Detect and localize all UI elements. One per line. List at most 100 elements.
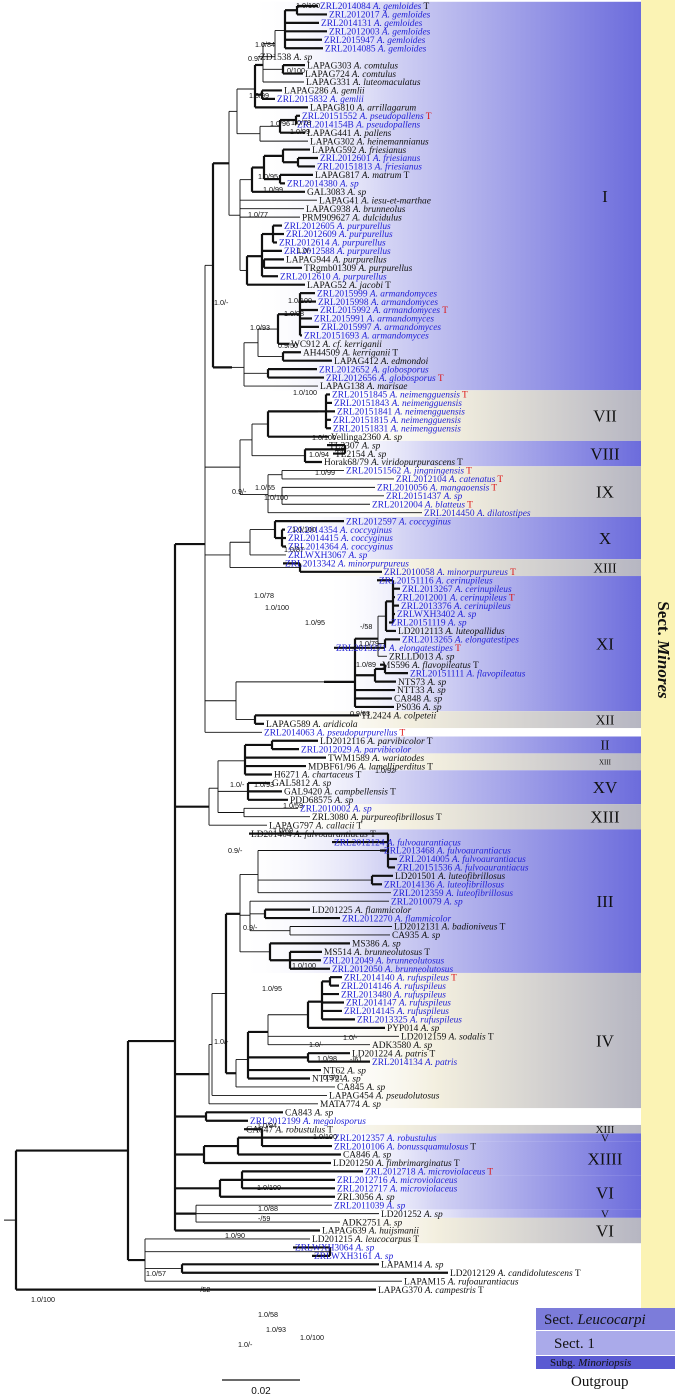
taxon-label: ZRL2012029 A. parvibicolor [301,745,412,755]
taxon-label: LAPAG797 A. callacii T [269,821,363,831]
taxon-label: ZRL2012588 A. purpurellus [284,247,391,257]
support-value: 0.9/- [243,923,258,932]
support-value: 1.0/94 [309,450,329,459]
support-value: -/52 [198,1285,210,1294]
taxon-label: ZRL2012609 A. purpurellus [286,230,393,240]
taxon-label: ZRL2013265 A. elongatestipes [402,636,519,646]
support-value: 1.0/92 [375,766,395,775]
outgroup-label: Outgroup [571,1374,629,1390]
taxon-label: TRgmb01309 A. purpurellus [304,264,413,274]
support-value: 1.0/79 [359,639,379,648]
taxon-label: LAPAG944 A. purpurellus [286,256,387,266]
taxon-label: ZRL2012199 A. megalosporus [250,1117,366,1127]
taxon-label: ZRL2010079 A. sp [391,897,463,907]
taxon-label: ZRL2013480 A. rufuspileus [341,989,446,1000]
taxon-label: ZRL2015997 A. armandomyces [321,323,441,333]
taxon-label: ZRL2015998 A. armandomyces [318,298,438,308]
taxon-label: ZRL2010058 A. minorpurpureus T [384,568,516,578]
taxon-label: ZRL20151116 A. cerinupileus [379,576,493,586]
support-value: 0.9/- [228,846,243,855]
clade-band [248,1,641,391]
taxon-label: ZRL2014145 A. rufuspileus [344,1006,449,1017]
taxon-label: ZRL2012597 A. coccyginus [346,517,451,527]
taxon-label: ZRL2012357 A. robustulus [334,1134,437,1144]
clade-band [257,804,641,830]
support-value: 0.9/- [232,487,247,496]
taxon-label: LD201224 A. patris T [352,1049,435,1059]
taxon-label: ZRL2015832 A. gemlii [277,95,364,105]
taxon-label: LD2012129 A. candidolutescens T [450,1269,581,1279]
clade-band [319,390,641,441]
support-value: 1.0/100 [288,296,312,305]
taxon-label: ZRL2013271 A. elongatestipes T [336,644,461,654]
taxon-label: Horak68/79 A. viridopurpurascens T [324,458,463,468]
subg-minoriopsis-label: Subg. Minoriopsis [550,1357,631,1369]
taxon-label: LD201225 A. flammicolor [312,905,412,916]
taxon-label: ZRL2014136 A. luteofibrillosus [384,879,504,890]
taxon-label: LAPAG810 A. arrillagarum [310,104,416,114]
taxon-label: ZRL2014063 A. pseudopurpurellus T [264,728,405,738]
taxon-label: NTT33 A. sp [397,686,446,696]
taxon-label: ADK3580 A. sp [372,1041,432,1051]
taxon-label: CA847 A. robustulus T [246,1125,333,1135]
taxon-label: ZRL20151845 A. neimengguensis T [332,391,468,401]
taxon-label: WC912 A. cf. kerriganii [291,339,382,350]
taxon-label: ZRL2012049 A. brunneolutosus [323,956,444,966]
clade-label: VI [596,1183,614,1202]
clade-label: IX [596,483,614,502]
support-value: 1.0/99 [249,91,269,100]
taxon-label: MS514 A. brunneolutosus T [324,948,430,958]
taxon-label: ZRL20151813 A. friesianus [317,162,422,173]
support-value: 1.0/- [309,1040,324,1049]
clade-label: X [599,529,611,548]
support-value: 1.0/78 [291,118,311,127]
taxon-label: ZRL20151815 A. neimengguensis [333,416,461,426]
taxon-label: MDBF61/96 A. lamelliperditus T [308,762,433,772]
clade-band [322,1175,641,1210]
sect-1-band [536,1331,675,1355]
taxon-label: NTT72 A. sp [312,1075,361,1085]
taxon-label: ZRLWXH3402 A. sp [397,610,477,620]
taxon-label: H6271 A. chartaceus T [274,771,362,781]
taxon-label: ZRL20151111 A. flavopileatus [410,668,526,679]
clade-label: XIII [596,1124,615,1136]
taxon-label: LD201250 A. fimbrimarginatus T [333,1158,460,1169]
support-value: 1.0/59 [283,801,303,810]
support-value: 1.0/- [238,1340,253,1349]
taxon-label: Vellinga2360 A. sp [331,433,402,443]
support-value: 0.9/50 [278,341,298,350]
support-value: 1.0/100 [292,525,316,534]
taxon-label: ZRL2013342 A. minorpurpureus [285,560,409,570]
taxon-label: CA846 A. sp [343,1151,392,1161]
support-value: 1.0/100 [296,1,320,10]
taxon-label: ZRL2012601 A. friesianus [320,153,421,164]
support-value: -/59 [258,1214,270,1223]
taxon-label: LAPAG286 A. gemlii [284,87,365,97]
taxon-label: ZRL2014005 A. fulvoaurantiacus [399,854,526,865]
taxon-label: LAPAG441 A. pallens [307,129,392,139]
taxon-label: ZRL2015992 A. armandomyces T [320,306,448,316]
taxon-label: LAPAG302 A. heinemannianus [310,137,429,147]
taxon-label: GAL9420 A. campbellensis T [284,788,396,798]
support-value: 1.0/99 [263,185,283,194]
clade-band [300,972,641,1109]
support-value: 0.9/63 [350,709,370,718]
taxon-label: LAPAG938 A. brunneolus [306,205,406,215]
taxon-label: ZRL2014146 A. rufuspileus [341,981,446,992]
support-value: 1.0/99 [290,127,310,136]
taxon-label: LD2012159 A. sodalis T [401,1032,494,1042]
clade-band [296,753,641,771]
clade-band [275,516,641,560]
taxon-label: ZRL2012003 A. gemloides [329,28,431,38]
taxon-label: LAPAG303 A. comtulus [307,61,398,71]
support-value: 1.0/100 [31,1295,55,1304]
support-value: -/61 [350,1055,362,1064]
taxon-label: LAPAG138 A. marisae [320,382,407,392]
taxon-label: ZRL2014154B A. pseudopallens [297,120,421,130]
taxon-label: ZRL3080 A. purpureofibrillosus T [312,812,442,823]
taxon-label: ZRL2014131 A. gemloides [321,19,423,29]
support-value: 1.0/77 [248,210,268,219]
taxon-label: ZRL2015991 A. armandomyces [314,315,434,325]
